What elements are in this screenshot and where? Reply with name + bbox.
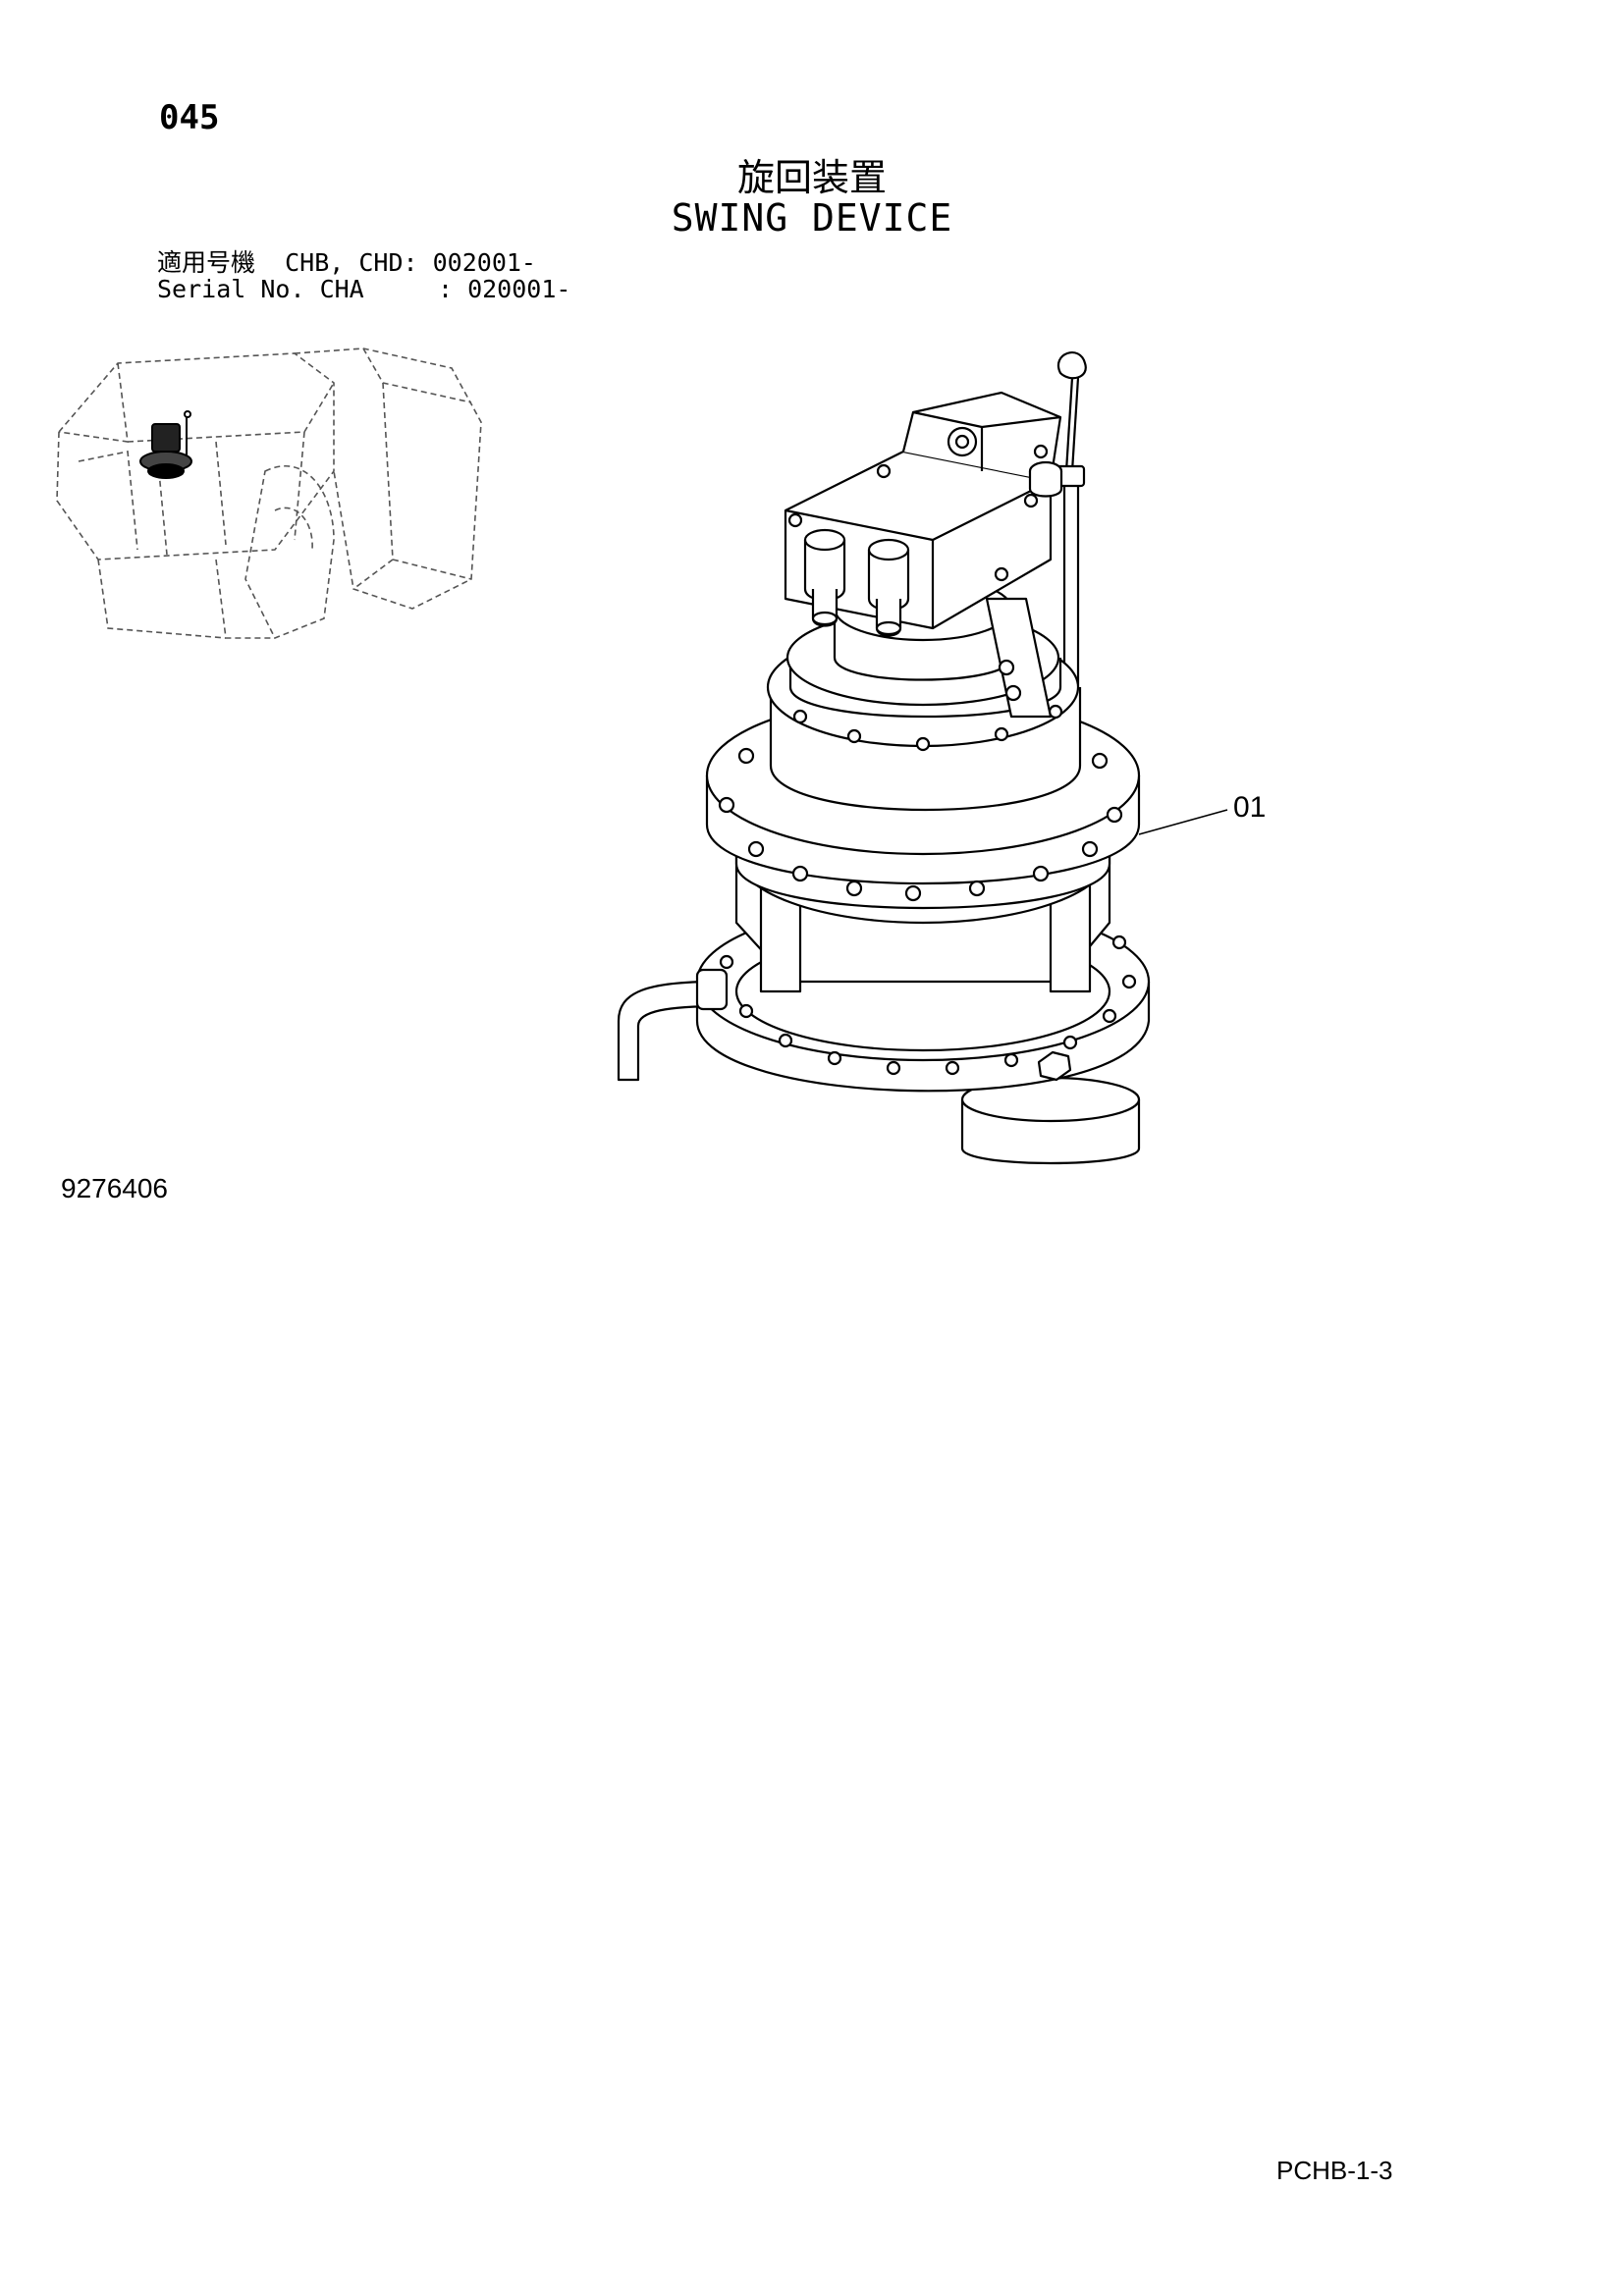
swing-device-illustration [617, 351, 1228, 1165]
serial-line-applicable: 適用号機 CHB, CHD: 002001- [157, 248, 536, 277]
swing-device-marker [139, 410, 192, 479]
callout-label-01: 01 [1233, 791, 1267, 824]
serial-line-number: Serial No. CHA : 020001- [157, 275, 571, 303]
title-japanese: 旋回装置 [736, 156, 887, 199]
page-number: 045 [159, 98, 220, 137]
drawing-number: 9276406 [61, 1173, 169, 1203]
footer-page-code: PCHB-1-3 [1276, 2156, 1393, 2185]
title-english: SWING DEVICE [671, 196, 953, 240]
machine-locator-illustration [56, 347, 482, 640]
